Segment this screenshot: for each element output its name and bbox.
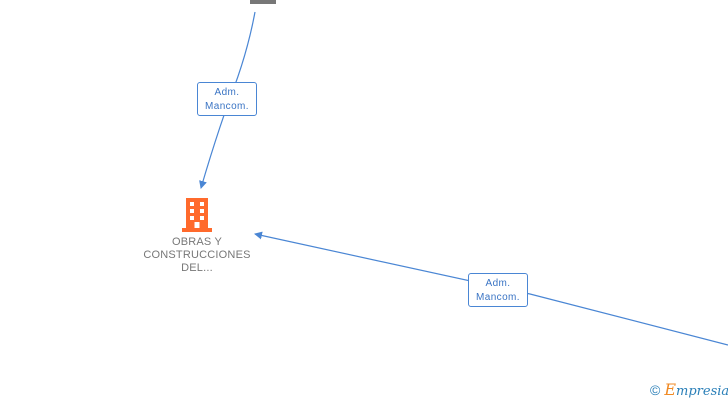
top-node-marker[interactable] (250, 0, 276, 4)
edge-line-right (254, 231, 728, 346)
company-name-line: DEL... (181, 262, 213, 274)
copyright-icon: © (650, 382, 661, 398)
company-node[interactable]: OBRAS Y CONSTRUCCIONES DEL... (130, 198, 264, 275)
building-icon (182, 198, 212, 232)
edge-label-role-detail: Mancom. (476, 292, 520, 303)
brand-logo: Empresia (664, 380, 728, 399)
company-name: OBRAS Y CONSTRUCCIONES DEL... (130, 236, 264, 275)
edge-label-role: Adm. (214, 87, 240, 98)
edge-label-role: Adm. (485, 278, 511, 289)
company-name-line: OBRAS Y (171, 236, 223, 248)
edge-label-top[interactable]: Adm. Mancom. (197, 82, 257, 116)
company-name-line: CONSTRUCCIONES (143, 249, 251, 261)
edge-label-right[interactable]: Adm. Mancom. (468, 273, 528, 307)
edge-label-role-detail: Mancom. (205, 101, 249, 112)
empresia-watermark: ©Empresia (650, 380, 728, 399)
